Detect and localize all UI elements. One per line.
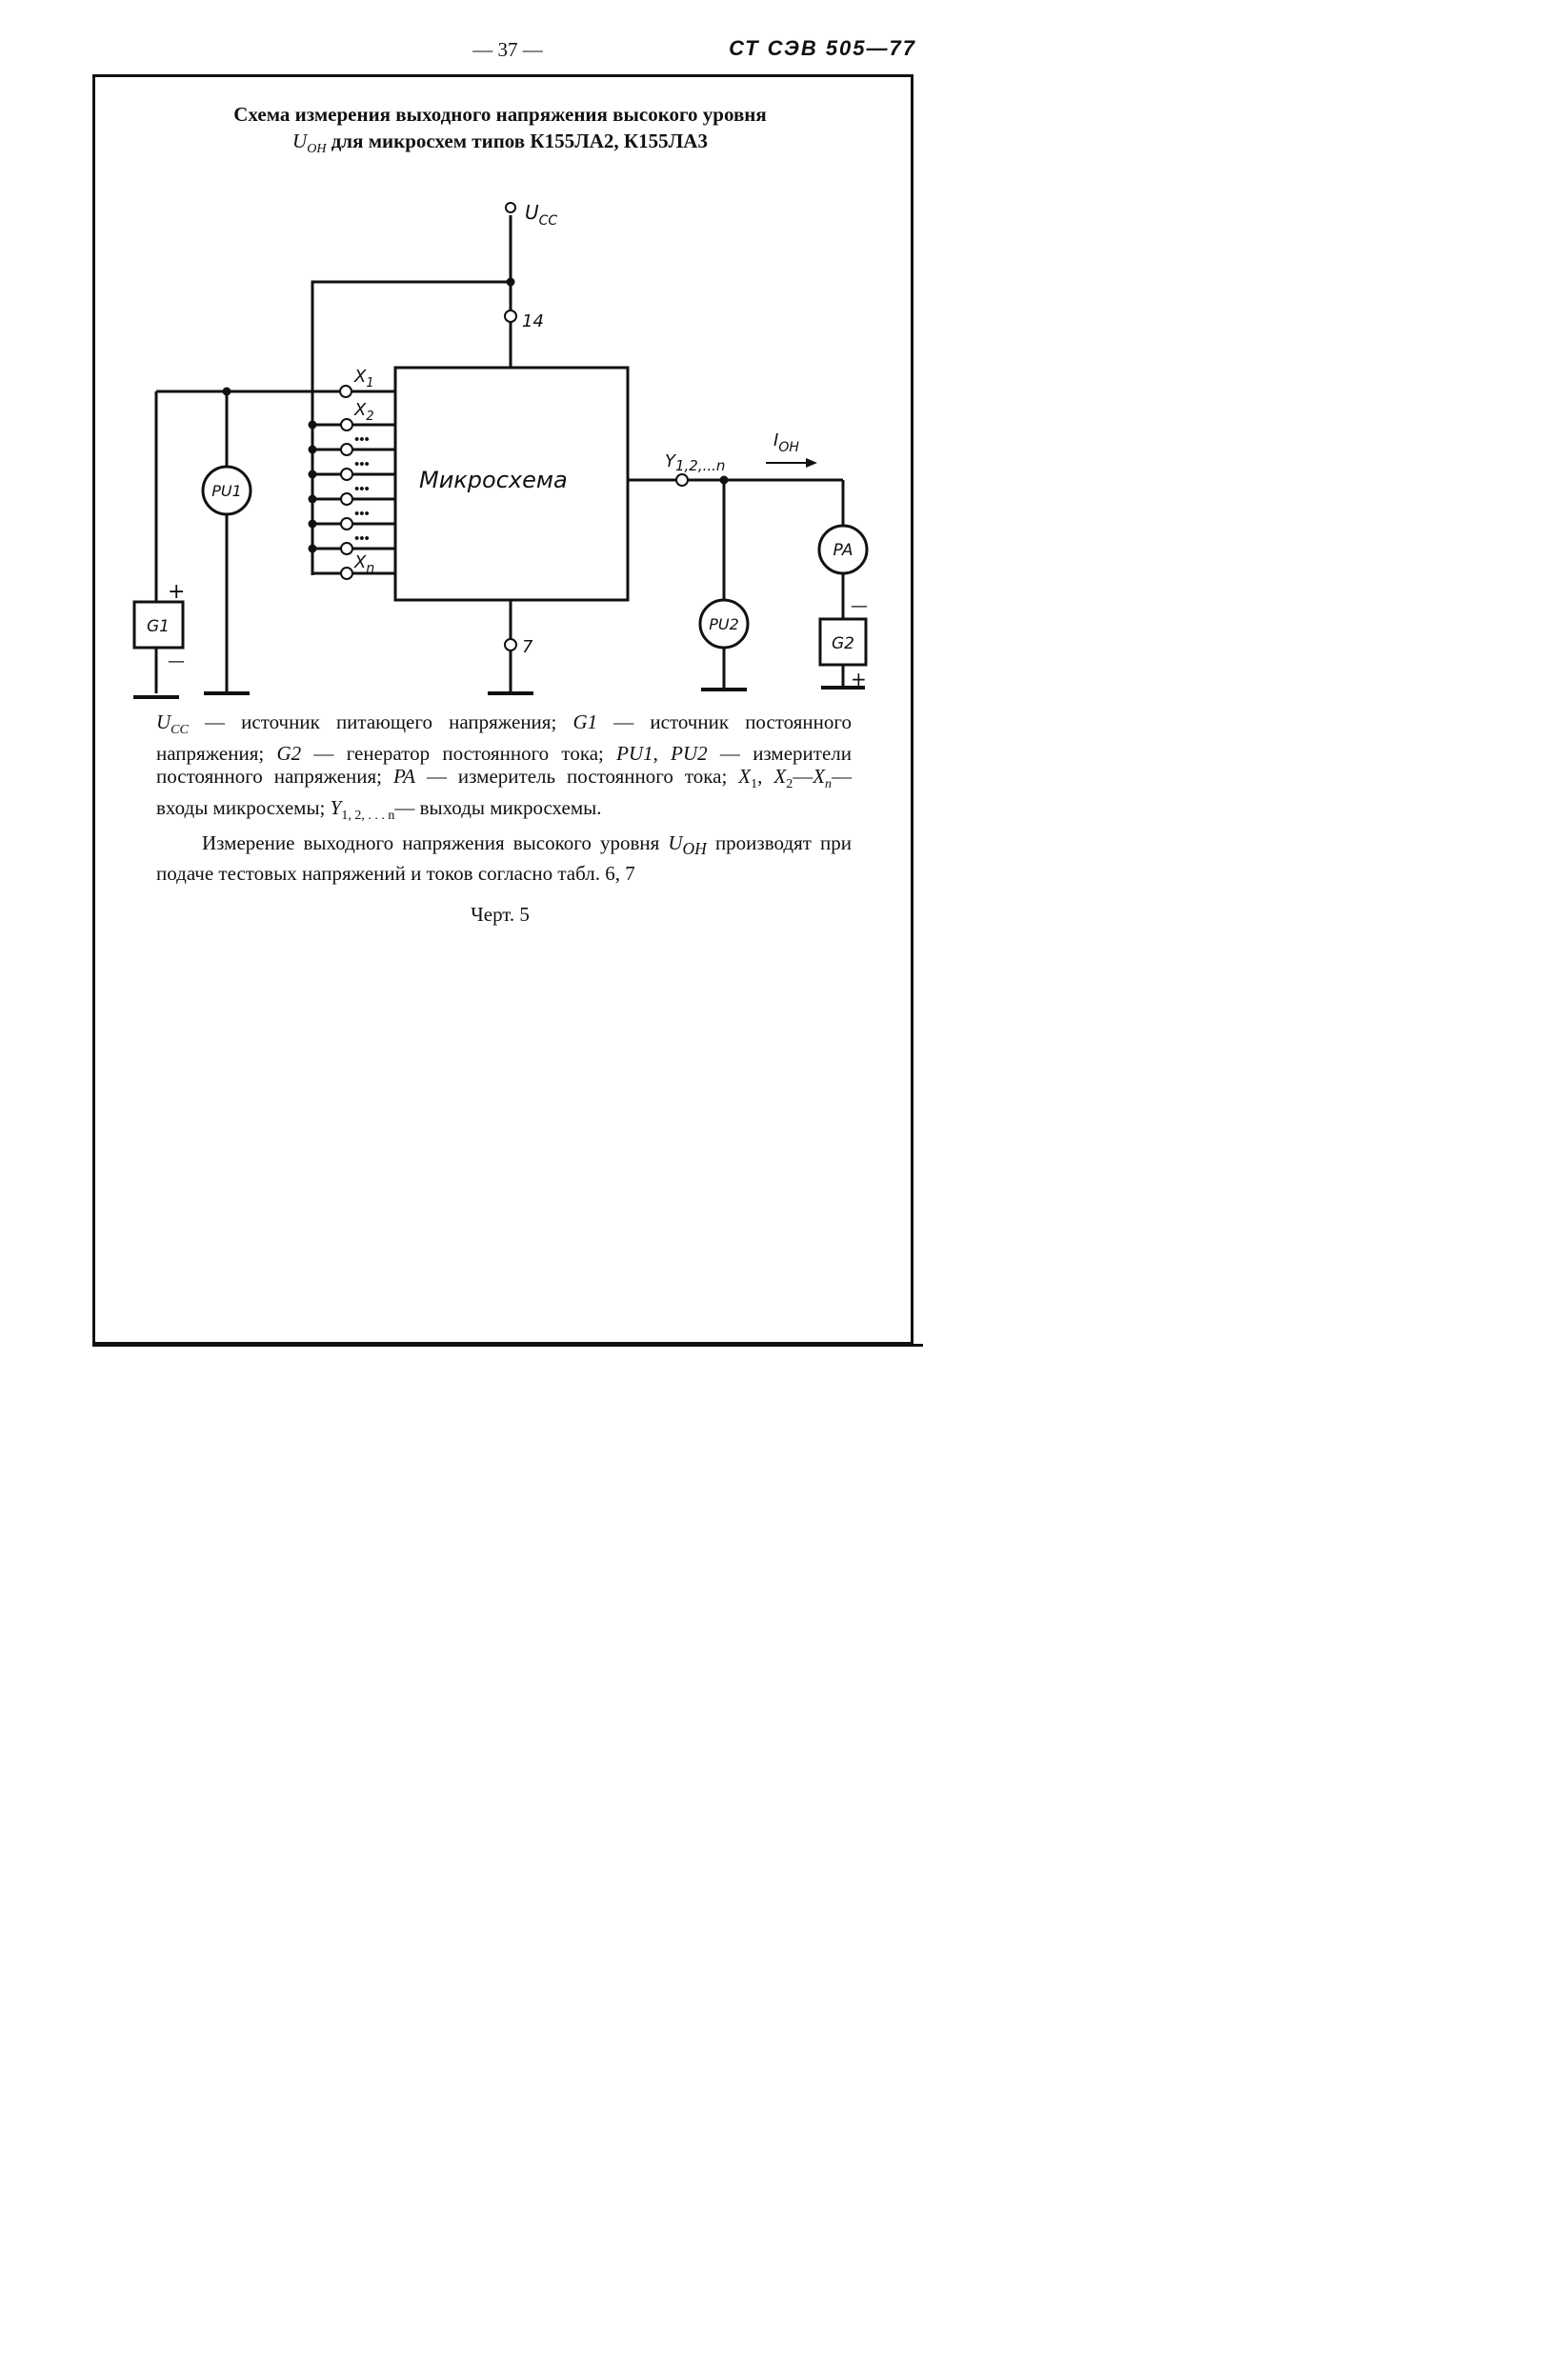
pin14-label: 14 <box>522 311 544 331</box>
legend-ucc-text: — источник питающего напряжения; <box>188 710 573 733</box>
junctions <box>222 277 729 553</box>
figure-caption: Черт. 5 <box>471 903 530 926</box>
g2-plus-sign: + <box>851 668 867 690</box>
legend-g1: G1 <box>572 710 598 733</box>
legend-x-sep: , <box>757 765 774 789</box>
title-symbol: U <box>292 130 308 152</box>
legend-text: UCC — источник питающего напряжения; G1 … <box>156 710 852 829</box>
legend-x-text: — входы микросхемы; <box>156 765 853 820</box>
frame-bottom-rule <box>92 1344 923 1347</box>
g2-minus-sign: — <box>851 596 868 616</box>
legend-x1-sub: 1 <box>751 777 758 792</box>
input-dots-4: ••• <box>354 507 370 522</box>
legend-x2-sub: 2 <box>786 777 793 792</box>
g1-source <box>132 600 185 650</box>
legend-x1: X <box>738 765 752 789</box>
supply-label: UCC <box>525 201 557 229</box>
terminals <box>339 202 689 651</box>
title-symbol-sub: OH <box>307 142 327 157</box>
output-label: Y1,2,...n <box>665 451 725 474</box>
legend-g1-text: — источник постоянного напряжения; <box>156 710 852 766</box>
pu2-label: PU2 <box>709 615 739 633</box>
legend-x-dash: — <box>793 765 813 789</box>
legend-pa: PA <box>393 765 415 789</box>
chip-label: Микросхема <box>419 467 568 493</box>
legend-pu: PU1, PU2 <box>616 742 708 766</box>
current-label: IOH <box>773 430 799 455</box>
legend-y: Y <box>330 796 342 820</box>
g1-minus-sign: — <box>168 651 185 671</box>
input-dots-1: ••• <box>354 432 370 448</box>
legend-x2: X <box>773 765 787 789</box>
title-line-2: UOH для микросхем типов К155ЛА2, К155ЛА3 <box>133 128 867 163</box>
input-dots-2: ••• <box>354 457 370 472</box>
legend-ucc-sub: CC <box>171 723 189 738</box>
pin7-label: 7 <box>522 637 533 657</box>
standard-code: СТ СЭВ 505—77 <box>729 36 916 60</box>
input-dots-5: ••• <box>354 531 370 547</box>
g2-label: G2 <box>832 634 854 653</box>
g1-label: G1 <box>147 617 170 636</box>
legend-pa-text: — измеритель постоянного тока; <box>414 765 739 789</box>
input-rows <box>312 423 395 575</box>
figure-title: Схема измерения выходного напряжения выс… <box>133 101 867 163</box>
measurement-symbol-sub: OH <box>682 839 707 859</box>
input-x2-label: X2 <box>353 400 374 424</box>
legend-xn-sub: n <box>825 777 833 792</box>
page-frame <box>92 74 914 1345</box>
legend: UCC — источник питающего напряжения; G1 … <box>156 710 852 829</box>
measurement-paragraph: Измерение выходного напряжения высокого … <box>156 830 852 886</box>
legend-g2-text: — генератор постоянного тока; <box>301 742 617 766</box>
circuit-schematic: UCC 14 7 Микросхема X1 X2 ••• ••• ••• ••… <box>132 201 869 699</box>
legend-g2: G2 <box>276 742 302 766</box>
page-number: — 37 — <box>472 38 543 61</box>
title-line-2-text: для микросхем типов К155ЛА2, К155ЛА3 <box>326 130 708 152</box>
measurement-text-1: Измерение выходного напряжения высокого … <box>202 831 669 854</box>
title-line-1: Схема измерения выходного напряжения выс… <box>233 103 767 126</box>
legend-ucc: U <box>156 710 171 733</box>
measurement-text-2: производят при подаче тестовых напряжени… <box>156 831 853 886</box>
legend-y-sub: 1, 2, . . . n <box>341 809 395 824</box>
input-dots-3: ••• <box>354 482 370 497</box>
pu1-label: PU1 <box>211 482 242 500</box>
input-xn-label: Xn <box>353 552 374 576</box>
input-x1-label: X1 <box>353 367 374 390</box>
pa-label: PA <box>833 541 853 560</box>
legend-pu-text: — измерители постоянного напряжения; <box>156 742 852 789</box>
legend-xn: X <box>813 765 826 789</box>
g1-plus-sign: + <box>168 580 185 604</box>
measurement-symbol: U <box>668 831 683 854</box>
legend-y-text: — выходы микросхемы. <box>394 796 602 820</box>
